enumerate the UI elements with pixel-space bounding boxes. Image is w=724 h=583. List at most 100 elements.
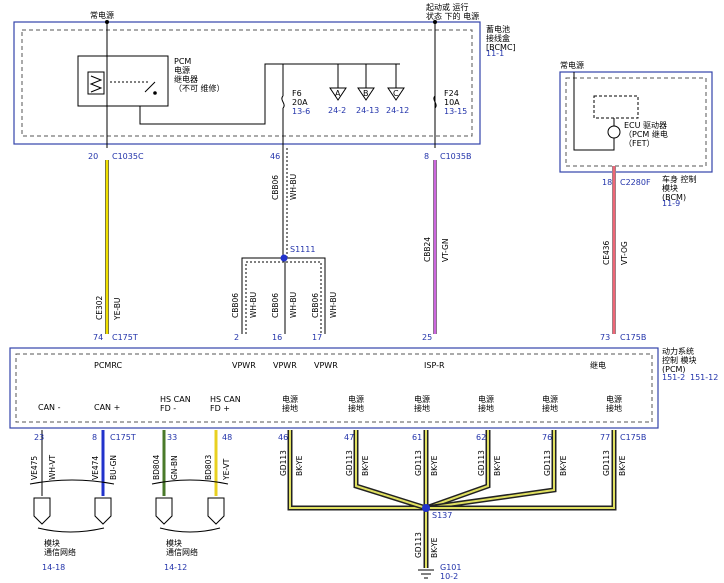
ref-24-13[interactable]: 24-13 — [356, 106, 379, 115]
ref-c-triangle — [387, 87, 405, 101]
gd113-color-4: BK-YE — [493, 455, 502, 476]
can-bracket-1 — [37, 527, 105, 533]
ground-signal-4: 电源接地 — [478, 394, 494, 413]
can-ref-1[interactable]: 14-18 — [42, 563, 65, 572]
wire-cbb06-top-color: WH-BU — [289, 174, 298, 200]
wire-ve475-circuit: VE475 — [30, 456, 39, 480]
twisted-pair-2 — [151, 479, 229, 485]
fuse-f24-rating: 10A — [444, 98, 460, 107]
fet-symbol — [607, 125, 621, 139]
power-feed-dot — [105, 20, 109, 24]
gd113-circuit-2: GD113 — [345, 450, 354, 476]
bcmc-top-label-right: 起动或 运行状态 下的 电源 — [426, 2, 479, 21]
c2280f-name[interactable]: C2280F — [620, 178, 651, 187]
gd113-circuit-6: GD113 — [602, 450, 611, 476]
pcm-relay-box — [77, 55, 169, 107]
ground-signal-5: 电源接地 — [542, 394, 558, 413]
pcm-pin-73: 73 — [600, 333, 610, 342]
c175t-name-top[interactable]: C175T — [112, 333, 138, 342]
c175b-name-bottom[interactable]: C175B — [620, 433, 646, 442]
ref-24-2[interactable]: 24-2 — [328, 106, 346, 115]
ignition-feed-dot — [433, 20, 437, 24]
pcm-outer-box — [9, 347, 659, 429]
ground-signal-3: 电源接地 — [414, 394, 430, 413]
ground-pin-61: 61 — [412, 433, 422, 442]
can-ref-label-1: 模块通信网络 — [44, 538, 76, 557]
wire-bd803-color: YE-VT — [222, 458, 231, 481]
pcm-pin-25: 25 — [422, 333, 432, 342]
wire-bd803-circuit: BD803 — [204, 455, 213, 480]
ref-a-triangle — [329, 87, 347, 101]
fuse-f24-name: F24 — [444, 89, 459, 98]
wire-ce436-color: VT-OG — [620, 241, 629, 265]
pcm-signal-isp-r: ISP-R — [424, 361, 445, 370]
ref-b-letter: B — [363, 89, 369, 98]
gd113-color-2: BK-YE — [361, 455, 370, 476]
gd113-color-3: BK-YE — [430, 455, 439, 476]
bcmc-outer-box — [13, 21, 481, 145]
ground-signal-1: 电源接地 — [282, 394, 298, 413]
pcm-signal-can-minus: CAN - — [38, 403, 61, 412]
wire-cbb06-b-color: WH-BU — [289, 292, 298, 318]
ref-b-triangle — [357, 87, 375, 101]
ground-wire-76 — [425, 430, 555, 509]
can-ref-label-2: 模块通信网络 — [166, 538, 198, 557]
pcm-signal-relay: 继电 — [590, 360, 606, 370]
fuse-f24-symbol — [433, 95, 437, 109]
ground-wire-harness — [287, 430, 617, 568]
bcmc-name: 蓄电池接线盒[BCMC] — [486, 24, 516, 52]
c175t-name-bottom[interactable]: C175T — [110, 433, 136, 442]
gd113-color-5: BK-YE — [559, 455, 568, 476]
relay-coil — [87, 71, 105, 95]
fuse-f6-symbol — [281, 95, 285, 109]
fuse-f24-ref[interactable]: 13-15 — [444, 107, 467, 116]
pcm-ref-2[interactable]: 151-12 — [690, 373, 718, 382]
ground-wire-47 — [355, 430, 427, 509]
c2280f-pin: 18 — [602, 178, 612, 187]
ground-pin-62: 62 — [476, 433, 486, 442]
gd113-circuit-4: GD113 — [477, 450, 486, 476]
can-pin-8: 8 — [92, 433, 97, 442]
wire-cbb06-c-color: WH-BU — [329, 292, 338, 318]
ground-pin-47: 47 — [344, 433, 354, 442]
can-pin-48: 48 — [222, 433, 232, 442]
gd113-color-6: BK-YE — [618, 455, 627, 476]
c1035c-pin: 20 — [88, 152, 98, 161]
ground-g101-name: G101 — [440, 563, 461, 572]
bcm-ref[interactable]: 11-9 — [662, 199, 680, 208]
wire-ve475-color: WH-VT — [48, 455, 57, 480]
ref-a-letter: A — [335, 89, 341, 98]
wire-cbb06-a-circuit: CBB06 — [231, 293, 240, 318]
wire-cbb06-top-circuit: CBB06 — [271, 175, 280, 200]
c175b-name-top[interactable]: C175B — [620, 333, 646, 342]
bcm-inner-box — [565, 77, 707, 167]
ground-pin-46: 46 — [278, 433, 288, 442]
can-ref-2[interactable]: 14-12 — [164, 563, 187, 572]
ground-g101-ref[interactable]: 10-2 — [440, 572, 458, 581]
wire-cbb06-b-circuit: CBB06 — [271, 293, 280, 318]
c1035b-name[interactable]: C1035B — [440, 152, 471, 161]
wire-ce302-color: YE-BU — [113, 298, 122, 321]
relay-contact — [144, 81, 156, 93]
ground-wire-46 — [289, 430, 426, 509]
c1035c-name[interactable]: C1035C — [112, 152, 144, 161]
fuse-f6-name: F6 — [292, 89, 302, 98]
pcm-pin-16: 16 — [272, 333, 282, 342]
fuse-f6-ref[interactable]: 13-6 — [292, 107, 310, 116]
bcm-top-label: 常电源 — [560, 60, 584, 70]
ref-24-12[interactable]: 24-12 — [386, 106, 409, 115]
pcm-signal-can-plus: CAN + — [94, 403, 120, 412]
bcm-outer-box — [559, 71, 713, 173]
bcm-supply-line — [573, 72, 615, 151]
pcm-pin-2: 2 — [234, 333, 239, 342]
ground-wire-62 — [425, 430, 489, 509]
ground-signal-6: 电源接地 — [606, 394, 622, 413]
ecu-driver-label: ECU 驱动器（PCM 继电（FET） — [624, 120, 668, 148]
bcmc-ref[interactable]: 11-1 — [486, 49, 504, 58]
wire-cbb24-color: VT-GN — [441, 239, 450, 262]
ground-signal-labels: 电源接地 电源接地 电源接地 电源接地 电源接地 电源接地 — [282, 394, 622, 413]
ground-signal-2: 电源接地 — [348, 394, 364, 413]
pcm-ref-1[interactable]: 151-2 — [662, 373, 685, 382]
